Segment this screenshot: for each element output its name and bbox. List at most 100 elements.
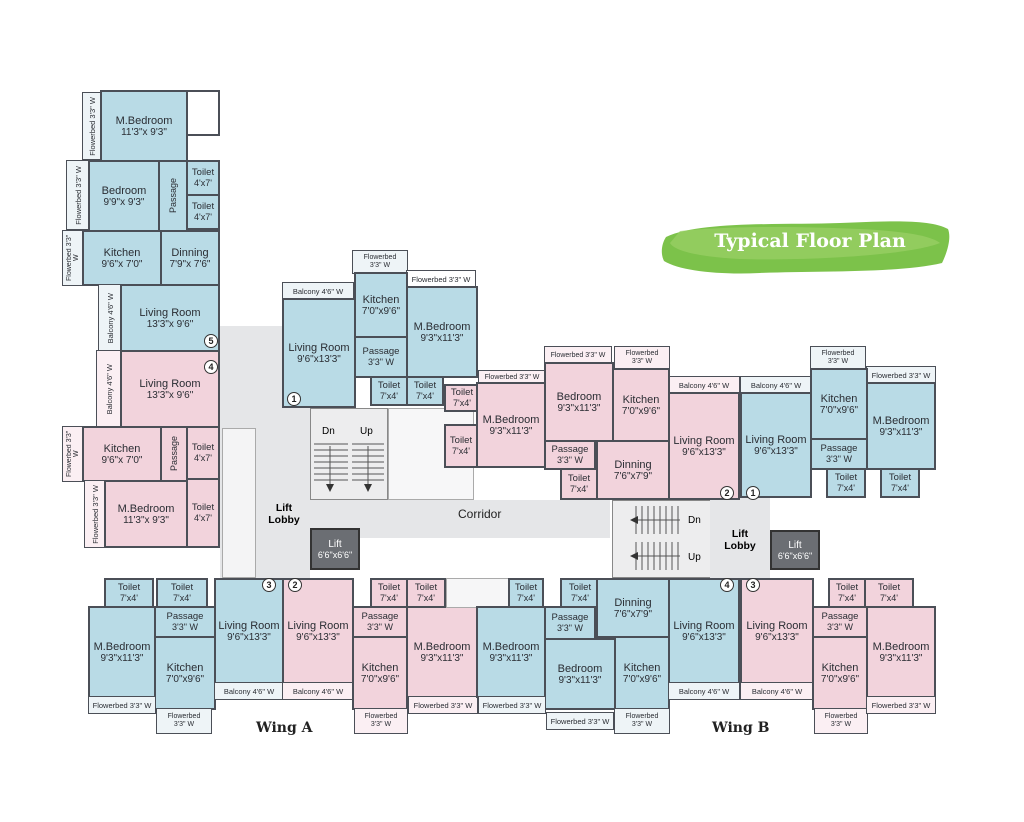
flowerbed-left-3: Flowerbed 3'3" W <box>62 230 84 286</box>
balcony-bl: Balcony 4'6" W <box>214 682 284 700</box>
stair-treads-right <box>630 506 680 570</box>
passage-l1: Passage <box>158 160 188 232</box>
shaft-center <box>388 408 474 500</box>
stair-left <box>310 408 388 500</box>
plan-title: Typical Floor Plan <box>714 230 906 252</box>
unit-marker-4-left: 4 <box>204 360 218 374</box>
shaft-bottom <box>446 578 510 608</box>
flowerbed-br-2: Flowerbed 3'3" W <box>866 696 936 714</box>
flowerbed-left-2: Flowerbed 3'3" W <box>66 160 90 230</box>
shaft-left <box>222 428 256 578</box>
passage-l2: Passage <box>160 426 188 482</box>
unit-marker-3-right: 3 <box>746 578 760 592</box>
unit-marker-1-top: 1 <box>287 392 301 406</box>
balcony-left-1: Balcony 4'6" W <box>98 284 122 352</box>
lift-lobby-right: Lift Lobby <box>724 528 756 552</box>
stair-right <box>612 500 712 578</box>
void-top-left <box>186 90 220 136</box>
flowerbed-bb-1: Flowerbed 3'3" W <box>478 696 546 714</box>
unit-marker-4-right: 4 <box>720 578 734 592</box>
flowerbed-bl-1: Flowerbed 3'3" W <box>88 696 156 714</box>
flowerbed-bb-2: Flowerbed 3'3" W <box>546 712 614 730</box>
stair-up-right: Up <box>688 552 701 563</box>
flowerbed-bp-2: Flowerbed 3'3" W <box>408 696 478 714</box>
lift-lobby-left: Lift Lobby <box>268 502 300 526</box>
corridor-label: Corridor <box>458 507 502 521</box>
flowerbed-left-4: Flowerbed 3'3" W <box>62 426 84 482</box>
balcony-bb: Balcony 4'6" W <box>668 682 740 700</box>
wing-a-label: Wing A <box>256 720 313 736</box>
unit-marker-5: 5 <box>204 334 218 348</box>
flowerbed-left-5: Flowerbed 3'3" W <box>84 480 106 548</box>
stair-dn-left: Dn <box>322 426 335 437</box>
unit-marker-2-right: 2 <box>720 486 734 500</box>
balcony-br: Balcony 4'6" W <box>740 682 814 700</box>
corridor <box>310 500 610 538</box>
balcony-left-2: Balcony 4'6" W <box>96 350 122 428</box>
unit-marker-3-left: 3 <box>262 578 276 592</box>
balcony-tm-1: Balcony 4'6" W <box>282 282 354 300</box>
unit-marker-2-left: 2 <box>288 578 302 592</box>
balcony-bp: Balcony 4'6" W <box>282 682 354 700</box>
unit-marker-1-right: 1 <box>746 486 760 500</box>
wing-b-label: Wing B <box>712 720 770 736</box>
flowerbed-left-1: Flowerbed 3'3" W <box>82 92 102 160</box>
